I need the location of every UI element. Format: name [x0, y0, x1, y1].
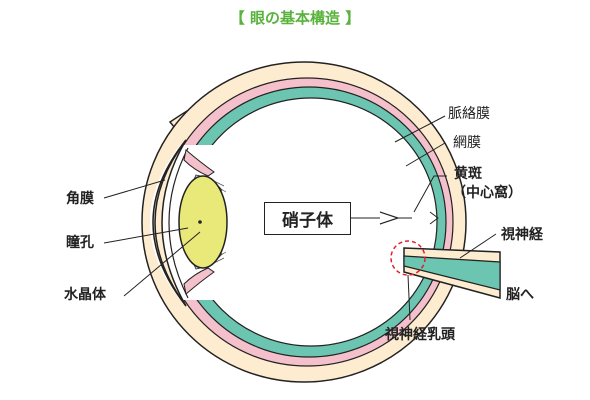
optic-disc-marker — [390, 240, 426, 276]
lens — [178, 175, 228, 269]
macula-label: 黄斑 — [454, 166, 482, 182]
vitreous-label: 硝子体 — [282, 211, 333, 231]
optic-nerve — [403, 247, 501, 299]
cornea-label: 角膜 — [66, 191, 94, 207]
optic-nerve-label: 視神経 — [501, 227, 543, 243]
to-brain-label: 脳へ — [506, 287, 534, 303]
fovea-arrow — [351, 211, 412, 225]
leader-lines — [103, 115, 497, 321]
choroid-label: 脈絡膜 — [448, 106, 490, 122]
diagram-title: 【 眼の基本構造 】 — [229, 9, 361, 27]
pupil-label: 瞳孔 — [66, 235, 94, 251]
retina-label: 網膜 — [453, 135, 481, 151]
lens-label: 水晶体 — [64, 287, 106, 303]
label-dots — [198, 220, 202, 224]
vitreous-label-box: 硝子体 — [264, 202, 351, 235]
fovea-label: （中心窩） — [452, 185, 522, 201]
fovea-notch — [429, 211, 439, 225]
optic-disc-label: 視神経乳頭 — [385, 327, 455, 343]
